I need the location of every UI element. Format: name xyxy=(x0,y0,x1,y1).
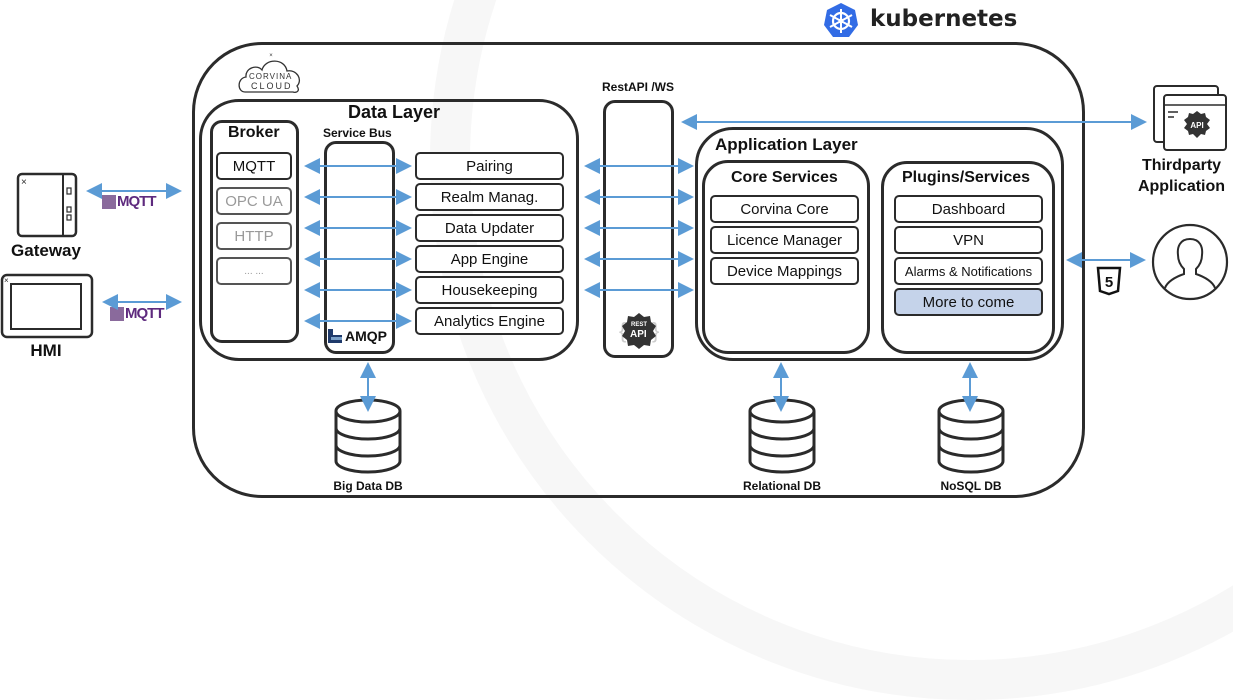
plugin-dashboard[interactable]: Dashboard xyxy=(894,195,1043,223)
rest-api-badge: { } REST API xyxy=(616,310,662,352)
gateway-device-icon: × xyxy=(16,172,78,238)
thirdparty-label-line2: Application xyxy=(1137,178,1226,195)
corvina-text: CORVINA xyxy=(249,72,293,81)
amqp-text: AMQP xyxy=(345,328,387,344)
svg-text:API: API xyxy=(1190,121,1203,130)
data-layer xyxy=(199,99,579,361)
service-bus xyxy=(324,141,395,354)
plugin-alarms-notifications[interactable]: Alarms & Notifications xyxy=(894,257,1043,285)
rest-api-gear-icon: { } xyxy=(619,313,659,349)
broker-panel xyxy=(210,120,299,343)
broker-more[interactable]: ... ... xyxy=(216,257,292,285)
core-services-panel xyxy=(702,160,870,354)
relational-db-label: Relational DB xyxy=(742,479,821,493)
service-housekeeping[interactable]: Housekeeping xyxy=(415,276,564,304)
nosql-db-label: NoSQL DB xyxy=(940,479,1002,493)
broker-title: Broker xyxy=(228,124,280,141)
broker-http[interactable]: HTTP xyxy=(216,222,292,250)
plugins-panel xyxy=(881,161,1055,354)
broker-mqtt[interactable]: MQTT xyxy=(216,152,292,180)
svg-text:×: × xyxy=(21,177,27,188)
amqp-logo: AMQP xyxy=(328,328,392,346)
connection-arrows xyxy=(86,114,1147,412)
core-corvina-core[interactable]: Corvina Core xyxy=(710,195,859,223)
plugin-more-to-come[interactable]: More to come xyxy=(894,288,1043,316)
svg-text:×: × xyxy=(269,53,273,59)
svg-text:}: } xyxy=(652,318,659,343)
corvina-cloud-logo: × CORVINA CLOUD xyxy=(235,52,307,96)
cloud-text: CLOUD xyxy=(251,81,293,91)
gateway-label: Gateway xyxy=(11,241,81,260)
amqp-icon xyxy=(328,329,342,343)
core-device-mappings[interactable]: Device Mappings xyxy=(710,257,859,285)
kubernetes-cluster xyxy=(192,42,1085,498)
mqtt-signal-icon xyxy=(110,307,124,321)
rest-badge-top: REST xyxy=(631,322,648,328)
core-services-title: Core Services xyxy=(731,169,838,186)
service-data-updater[interactable]: Data Updater xyxy=(415,214,564,242)
helm-wheel-icon xyxy=(824,3,858,37)
service-bus-title: Service Bus xyxy=(323,126,392,140)
nosql-db-icon xyxy=(937,398,1005,474)
kubernetes-label: kubernetes xyxy=(870,6,1018,32)
service-pairing[interactable]: Pairing xyxy=(415,152,564,180)
plugin-vpn[interactable]: VPN xyxy=(894,226,1043,254)
restapi-title: RestAPI /WS xyxy=(602,80,675,94)
kubernetes-logo xyxy=(822,2,860,40)
hmi-device-icon: × xyxy=(0,273,94,339)
service-app-engine[interactable]: App Engine xyxy=(415,245,564,273)
service-realm-manag[interactable]: Realm Manag. xyxy=(415,183,564,211)
big-data-db-label: Big Data DB xyxy=(333,479,403,493)
thirdparty-app-icon: API xyxy=(1153,85,1227,151)
broker-opcua[interactable]: OPC UA xyxy=(216,187,292,215)
user-avatar-icon xyxy=(1151,223,1229,301)
cloud-icon: × xyxy=(238,53,301,93)
hmi-label: HMI xyxy=(30,341,62,360)
thirdparty-label-line1: Thirdparty xyxy=(1141,157,1222,174)
service-analytics-engine[interactable]: Analytics Engine xyxy=(415,307,564,335)
rest-badge-bottom: API xyxy=(630,329,647,340)
svg-text:×: × xyxy=(4,276,9,285)
data-layer-title: Data Layer xyxy=(348,102,441,122)
html5-icon: 5 xyxy=(1096,266,1122,296)
relational-db-icon xyxy=(748,398,816,474)
svg-text:5: 5 xyxy=(1105,274,1113,291)
svg-text:{: { xyxy=(619,318,626,343)
application-layer-title: Application Layer xyxy=(715,135,858,154)
plugins-title: Plugins/Services xyxy=(902,169,1031,186)
core-licence-manager[interactable]: Licence Manager xyxy=(710,226,859,254)
